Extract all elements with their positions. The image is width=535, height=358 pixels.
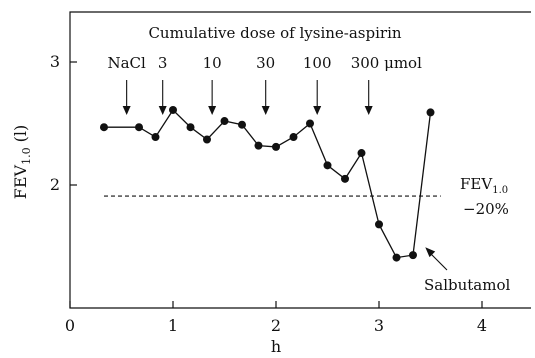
threshold-label-main: FEV xyxy=(460,175,493,193)
x-tick-label: 4 xyxy=(477,316,487,335)
dose-label: 10 xyxy=(203,54,222,72)
data-point xyxy=(426,108,435,117)
dose-arrowhead xyxy=(261,106,270,115)
threshold-label: FEV1.0 xyxy=(460,175,508,196)
data-point xyxy=(186,123,195,132)
dose-label: 300 μmol xyxy=(351,54,422,72)
dose-arrowhead xyxy=(364,106,373,115)
axis-ticks: 0 1 2 3 4 2 3 xyxy=(50,52,487,335)
dose-arrowhead xyxy=(122,106,131,115)
y-tick-label: 3 xyxy=(50,52,60,71)
data-point xyxy=(357,149,366,158)
plot-frame xyxy=(69,11,531,309)
dose-label: NaCl xyxy=(107,54,146,72)
data-point xyxy=(341,174,350,183)
data-point xyxy=(305,119,314,128)
series-line xyxy=(104,108,432,259)
dose-arrowhead xyxy=(158,106,167,115)
y-axis-label: FEV1.0 (l) xyxy=(11,125,33,200)
y-axis-label-main: FEV xyxy=(11,164,30,199)
data-point xyxy=(323,161,332,170)
data-point xyxy=(135,123,144,132)
data-points xyxy=(99,105,435,262)
dose-markers: NaCl 3 10 30 100 300 μmol xyxy=(107,54,422,115)
data-point xyxy=(408,251,417,260)
dose-arrowhead xyxy=(208,106,217,115)
data-point xyxy=(202,135,211,144)
dose-label: 100 xyxy=(303,54,332,72)
data-point xyxy=(238,120,247,129)
x-axis-label: h xyxy=(271,337,281,356)
y-axis-label-sub: 1.0 xyxy=(20,147,33,165)
data-point xyxy=(99,123,108,132)
x-tick-label: 3 xyxy=(374,316,384,335)
threshold-pct-label: −20% xyxy=(463,200,509,218)
salbutamol-annotation: Salbutamol xyxy=(424,247,511,294)
x-tick-label: 1 xyxy=(168,316,178,335)
data-point xyxy=(392,253,401,262)
x-tick-label: 0 xyxy=(65,316,75,335)
data-point xyxy=(254,141,263,150)
data-point xyxy=(151,133,160,142)
data-point xyxy=(375,220,383,229)
annotation-label: Salbutamol xyxy=(424,276,511,294)
data-point xyxy=(289,133,298,142)
dose-label: 3 xyxy=(158,54,168,72)
annotation-arrowhead xyxy=(425,247,436,258)
data-point xyxy=(272,142,280,151)
data-point xyxy=(169,105,177,114)
axes xyxy=(69,11,531,309)
y-axis-label-unit: (l) xyxy=(11,125,30,148)
data-point xyxy=(220,117,229,126)
y-tick-label: 2 xyxy=(50,175,60,194)
dose-header: Cumulative dose of lysine-aspirin xyxy=(148,24,401,42)
x-tick-label: 2 xyxy=(271,316,281,335)
dose-arrowhead xyxy=(313,106,322,115)
threshold-label-sub: 1.0 xyxy=(492,185,508,196)
dose-label: 30 xyxy=(256,54,275,72)
